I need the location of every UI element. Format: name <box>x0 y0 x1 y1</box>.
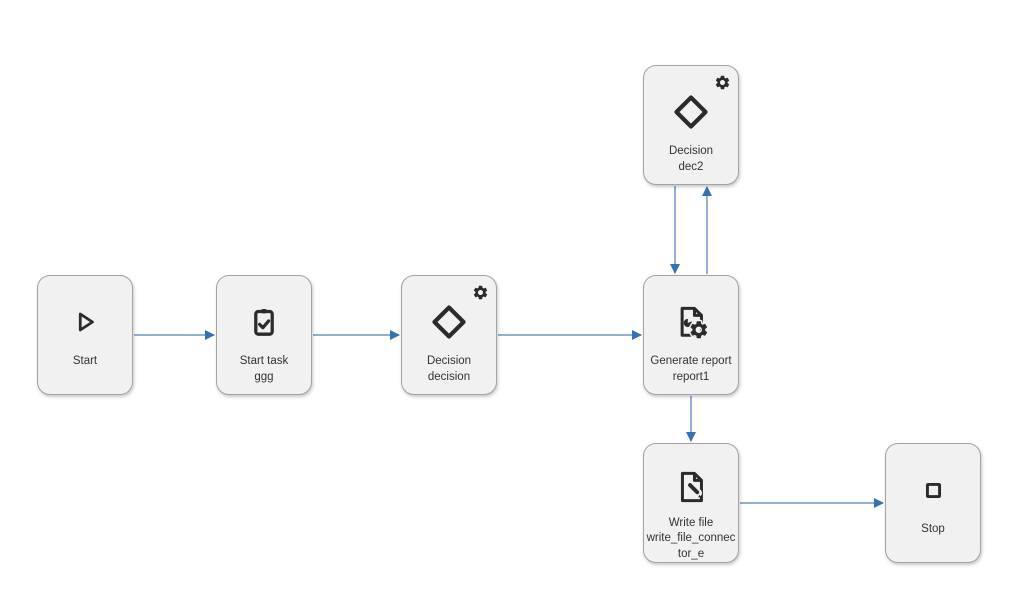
node-icon <box>920 461 947 519</box>
node-subtitle: ggg <box>254 370 274 383</box>
node-subtitle: dec2 <box>678 160 704 173</box>
node-icon <box>428 293 470 351</box>
node-dec2[interactable]: Decision dec2 <box>643 65 739 185</box>
diamond-icon <box>432 305 466 339</box>
gear-icon <box>715 75 730 90</box>
node-title: Decision <box>426 355 472 367</box>
node-write_file[interactable]: Write file write_file_connector_e <box>643 443 739 563</box>
stop-square-icon <box>925 482 941 498</box>
node-label: Start task ggg <box>240 354 289 385</box>
gear-icon <box>473 285 488 300</box>
node-title: Start <box>72 355 98 367</box>
node-icon <box>672 461 710 513</box>
node-label: Write file write_file_connector_e <box>645 516 737 563</box>
node-label: Decision dec2 <box>669 144 713 175</box>
report-gear-icon <box>680 306 709 340</box>
node-title: Write file <box>668 516 714 529</box>
node-title: Decision <box>668 145 714 157</box>
node-icon <box>70 293 100 351</box>
diamond-icon <box>674 95 708 129</box>
node-stop[interactable]: Stop <box>885 443 981 563</box>
node-label: Start <box>73 354 97 370</box>
node-subtitle: write_file_connector_e <box>646 532 736 560</box>
node-subtitle: report1 <box>672 370 710 383</box>
node-title: Start task <box>239 355 289 367</box>
node-title: Stop <box>921 523 945 535</box>
node-label: Stop <box>921 522 945 538</box>
node-icon <box>247 293 281 351</box>
node-start_task[interactable]: Start task ggg <box>216 275 312 395</box>
gear-badge-icon <box>714 74 731 91</box>
node-label: Decision decision <box>427 354 471 385</box>
gear-badge-icon <box>472 284 489 301</box>
node-icon <box>672 293 710 351</box>
clipboard-check-icon <box>254 308 274 336</box>
node-report1[interactable]: Generate report report1 <box>643 275 739 395</box>
node-label: Generate report report1 <box>650 354 731 385</box>
node-subtitle: decision <box>427 370 471 383</box>
node-decision[interactable]: Decision decision <box>401 275 497 395</box>
node-start[interactable]: Start <box>37 275 133 395</box>
node-title: Generate report <box>650 355 732 367</box>
node-icon <box>670 83 712 141</box>
file-pencil-icon <box>680 471 703 502</box>
play-icon <box>78 312 94 332</box>
